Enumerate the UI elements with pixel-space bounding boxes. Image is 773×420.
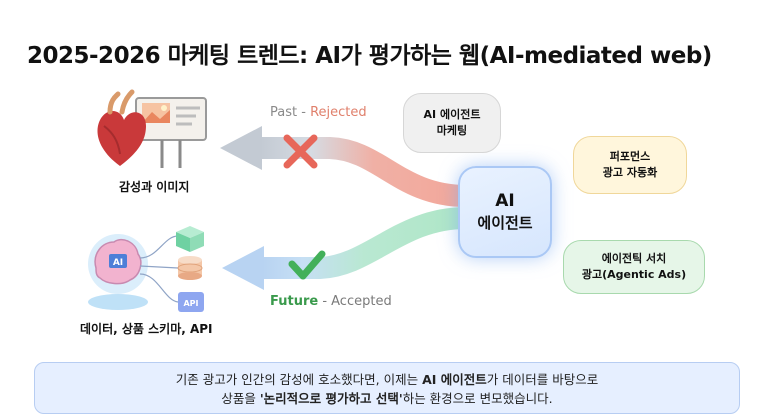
database-icon [177, 256, 203, 280]
cross-icon [283, 134, 318, 169]
left-top-caption: 감성과 이미지 [119, 180, 190, 194]
ai-agent-hub: AI 에이전트 [458, 166, 552, 258]
past-arrow-head [220, 126, 262, 170]
page-title: 2025-2026 마케팅 트렌드: AI가 평가하는 웹(AI-mediate… [27, 43, 712, 69]
future-arrow [262, 207, 467, 279]
ai-badge: AI [113, 258, 123, 268]
past-label: Past - Rejected [270, 105, 367, 120]
check-icon [288, 250, 326, 280]
future-arrow-head [222, 246, 264, 290]
svg-text:API: API [183, 299, 198, 308]
summary-box: 기존 광고가 인간의 감성에 호소했다면, 이제는 AI 에이전트가 데이터를 … [34, 362, 740, 414]
billboard-icon [135, 97, 207, 168]
data-illustration: AI API [88, 226, 204, 312]
brain-icon: AI [88, 234, 148, 310]
heart-icon [97, 89, 146, 166]
left-bottom-caption: 데이터, 상품 스키마, API [80, 322, 213, 336]
past-arrow [260, 137, 467, 207]
cube-icon [176, 226, 204, 252]
api-icon: API [178, 292, 204, 312]
emotion-image-illustration [97, 89, 207, 168]
future-label: Future - Accepted [270, 294, 392, 309]
